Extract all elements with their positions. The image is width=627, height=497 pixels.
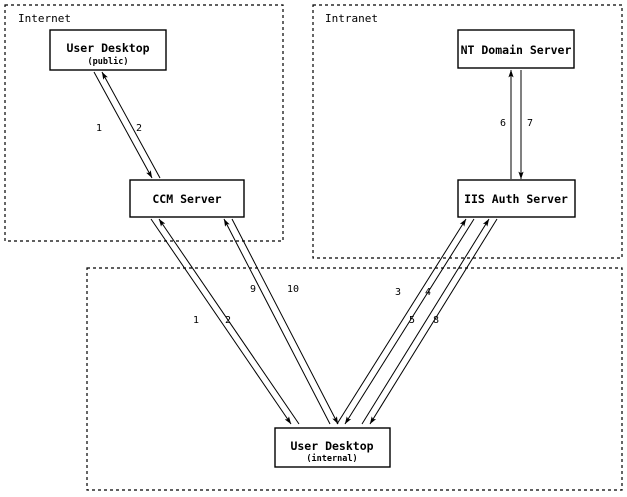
node-nt-domain-server[interactable]: NT Domain Server — [457, 29, 575, 69]
step-label-10: 10 — [287, 284, 299, 295]
node-rect-user-desktop-internal[interactable] — [274, 427, 391, 468]
node-ccm-server[interactable]: CCM Server — [129, 179, 245, 218]
flow-line-step-2-ccm-public — [101, 71, 161, 179]
step-label-1b: 1 — [193, 315, 199, 326]
node-title-ccm-server: CCM Server — [152, 192, 221, 206]
node-title-iis-auth-server: IIS Auth Server — [464, 192, 568, 206]
flow-line-step-3-internal-iis — [336, 218, 467, 425]
node-user-desktop-internal[interactable]: User Desktop (internal) — [274, 427, 391, 468]
flow-line-step-9-internal-ccm — [223, 218, 331, 425]
flow-group-ccm-internal-b — [223, 218, 339, 425]
zone-boundaries — [4, 4, 623, 491]
flow-group-public-ccm — [93, 71, 161, 179]
flow-line-step-5-internal-iis — [361, 218, 490, 425]
step-label-8: 8 — [433, 315, 439, 326]
step-label-3: 3 — [395, 287, 401, 298]
flow-line-step-1-ccm-internal — [150, 218, 292, 425]
flow-line-step-4-iis-internal — [344, 218, 475, 425]
zone-intranet-rect — [312, 4, 623, 259]
node-title-user-desktop-internal: User Desktop — [290, 439, 373, 453]
flow-line-step-1-public-ccm — [93, 71, 153, 179]
flow-group-internal-iis-a — [336, 218, 475, 425]
node-rect-iis-auth-server[interactable] — [457, 179, 576, 218]
node-title-nt-domain-server: NT Domain Server — [461, 43, 572, 57]
step-label-4: 4 — [425, 287, 431, 298]
node-user-desktop-public[interactable]: User Desktop (public) — [49, 29, 167, 71]
step-label-2a: 2 — [136, 123, 142, 134]
flow-group-internal-iis-b — [361, 218, 498, 425]
step-label-1a: 1 — [96, 123, 102, 134]
node-rect-user-desktop-public[interactable] — [49, 29, 167, 71]
node-subtitle-user-desktop-public: (public) — [88, 56, 129, 67]
step-label-2b: 2 — [225, 315, 231, 326]
step-label-9: 9 — [250, 284, 256, 295]
zone-internet-rect — [4, 4, 284, 242]
zone-label-intranet: Intranet — [325, 12, 378, 25]
flow-line-step-2-internal-ccm — [158, 218, 300, 425]
flow-line-step-10-ccm-internal — [231, 218, 339, 425]
node-iis-auth-server[interactable]: IIS Auth Server — [457, 179, 576, 218]
node-subtitle-user-desktop-internal: (internal) — [306, 453, 357, 464]
node-rect-ccm-server[interactable] — [129, 179, 245, 218]
step-label-7: 7 — [527, 118, 533, 129]
node-title-user-desktop-public: User Desktop — [66, 41, 149, 55]
flow-line-step-8-iis-internal — [369, 218, 498, 425]
step-labels: 1 2 1 2 3 4 5 6 7 8 9 10 — [96, 118, 533, 326]
node-rect-nt-domain-server[interactable] — [457, 29, 575, 69]
step-label-6: 6 — [500, 118, 506, 129]
flow-group-iis-nt — [508, 69, 524, 180]
zone-label-internet: Internet — [18, 12, 71, 25]
flow-group-ccm-internal-a — [150, 218, 300, 425]
step-label-5: 5 — [409, 315, 415, 326]
